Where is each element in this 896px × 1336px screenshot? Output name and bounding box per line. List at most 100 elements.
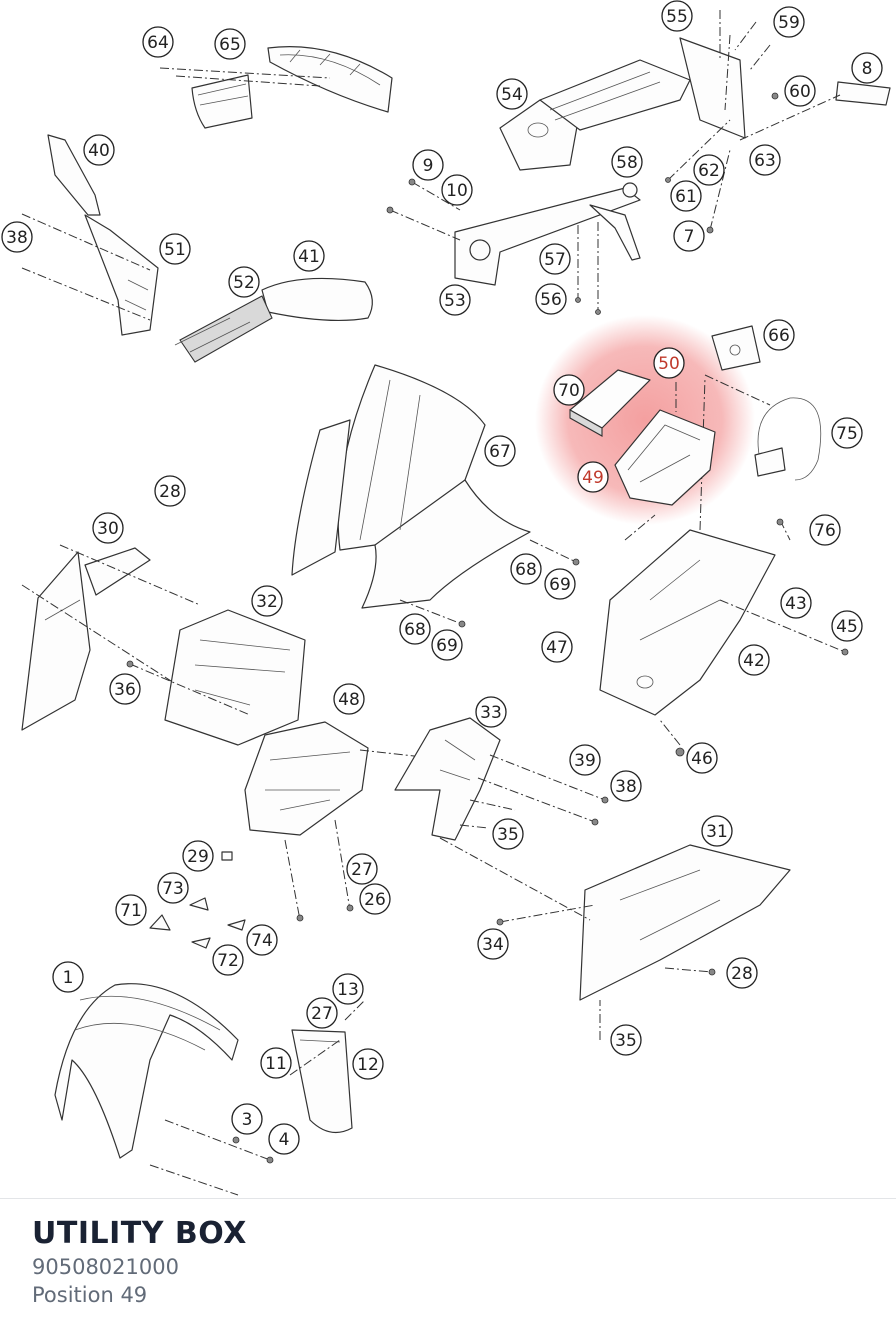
callout-number: 35 xyxy=(497,825,519,845)
callout-number: 50 xyxy=(658,354,680,374)
callout-number: 26 xyxy=(364,890,386,910)
callout-circle xyxy=(673,220,705,252)
callout-number: 38 xyxy=(615,777,637,797)
part-front-fender xyxy=(54,983,274,1196)
callout-circle xyxy=(399,613,431,645)
callout-number: 76 xyxy=(814,521,836,541)
part-utility-box xyxy=(614,382,716,506)
part-right-side-cover xyxy=(439,837,791,1040)
callout-circle xyxy=(346,853,378,885)
callout-circle xyxy=(359,883,391,915)
callout-number: 3 xyxy=(242,1110,253,1130)
callout-number: 65 xyxy=(219,35,241,55)
callout-32: 32 xyxy=(251,585,283,617)
part-position: Position 49 xyxy=(32,1283,148,1307)
callout-52: 52 xyxy=(228,266,260,298)
callout-circle xyxy=(693,154,725,186)
callout-number: 62 xyxy=(698,161,720,181)
part-cable-bracket xyxy=(699,325,822,541)
callout-number: 34 xyxy=(482,935,504,955)
callout-68: 68 xyxy=(510,553,542,585)
callout-circle xyxy=(539,243,571,275)
callout-number: 57 xyxy=(544,250,566,270)
callout-number: 45 xyxy=(836,617,858,637)
callout-61: 61 xyxy=(670,180,702,212)
callout-number: 59 xyxy=(778,13,800,33)
callout-68: 68 xyxy=(399,613,431,645)
callout-number: 38 xyxy=(6,228,28,248)
callout-8: 8 xyxy=(851,52,883,84)
callout-number: 12 xyxy=(357,1055,379,1075)
part-mirror xyxy=(174,277,373,363)
callout-circle xyxy=(251,585,283,617)
callout-40: 40 xyxy=(83,134,115,166)
part-document-holder xyxy=(569,369,651,437)
callout-53: 53 xyxy=(439,284,471,316)
callout-circle xyxy=(809,514,841,546)
callout-circle xyxy=(439,284,471,316)
callout-number: 68 xyxy=(515,560,537,580)
callout-circle xyxy=(484,435,516,467)
callout-56: 56 xyxy=(535,283,567,315)
part-title: UTILITY BOX xyxy=(32,1216,247,1251)
callout-29: 29 xyxy=(182,840,214,872)
callout-69: 69 xyxy=(431,629,463,661)
callout-45: 45 xyxy=(831,610,863,642)
callout-circle xyxy=(431,629,463,661)
callout-circle xyxy=(260,1047,292,1079)
callout-number: 43 xyxy=(785,594,807,614)
callout-number: 68 xyxy=(404,620,426,640)
callout-number: 49 xyxy=(582,468,604,488)
callout-number: 48 xyxy=(338,690,360,710)
callout-60: 60 xyxy=(784,75,816,107)
callout-number: 67 xyxy=(489,442,511,462)
callout-circle xyxy=(535,283,567,315)
part-rear-panel xyxy=(599,514,849,757)
callout-59: 59 xyxy=(773,6,805,38)
part-mirror-mount-left xyxy=(21,134,159,336)
callout-number: 60 xyxy=(789,82,811,102)
callout-circle xyxy=(441,174,473,206)
callout-number: 9 xyxy=(423,156,434,176)
callout-number: 28 xyxy=(159,482,181,502)
callout-number: 31 xyxy=(706,822,728,842)
callout-circle xyxy=(352,1048,384,1080)
callout-72: 72 xyxy=(212,944,244,976)
part-windscreen xyxy=(291,364,580,628)
callout-42: 42 xyxy=(738,644,770,676)
callout-circle xyxy=(157,872,189,904)
callout-circle xyxy=(784,75,816,107)
callout-number: 74 xyxy=(251,931,273,951)
callout-30: 30 xyxy=(92,512,124,544)
callout-number: 27 xyxy=(351,860,373,880)
callout-47: 47 xyxy=(541,631,573,663)
callout-number: 11 xyxy=(265,1054,287,1074)
callout-circle xyxy=(773,6,805,38)
callout-43: 43 xyxy=(780,587,812,619)
callout-number: 33 xyxy=(480,703,502,723)
callout-circle xyxy=(661,0,693,32)
callout-50: 50 xyxy=(653,347,685,379)
callout-51: 51 xyxy=(159,233,191,265)
callout-number: 63 xyxy=(754,151,776,171)
callout-circle xyxy=(159,233,191,265)
callout-circle xyxy=(763,319,795,351)
callout-number: 52 xyxy=(233,273,255,293)
callout-27: 27 xyxy=(346,853,378,885)
callout-36: 36 xyxy=(109,673,141,705)
callout-circle xyxy=(475,696,507,728)
callout-circle xyxy=(831,417,863,449)
callout-circle xyxy=(182,840,214,872)
callout-number: 64 xyxy=(147,33,169,53)
part-plate-bracket xyxy=(499,10,891,234)
callout-number: 10 xyxy=(446,181,468,201)
callout-69: 69 xyxy=(544,568,576,600)
callout-circle xyxy=(268,1123,300,1155)
callout-4: 4 xyxy=(268,1123,300,1155)
callout-number: 70 xyxy=(558,381,580,401)
callout-circle xyxy=(1,221,33,253)
callout-circle xyxy=(653,347,685,379)
callout-circle xyxy=(115,894,147,926)
part-subframe-brace xyxy=(386,178,641,315)
